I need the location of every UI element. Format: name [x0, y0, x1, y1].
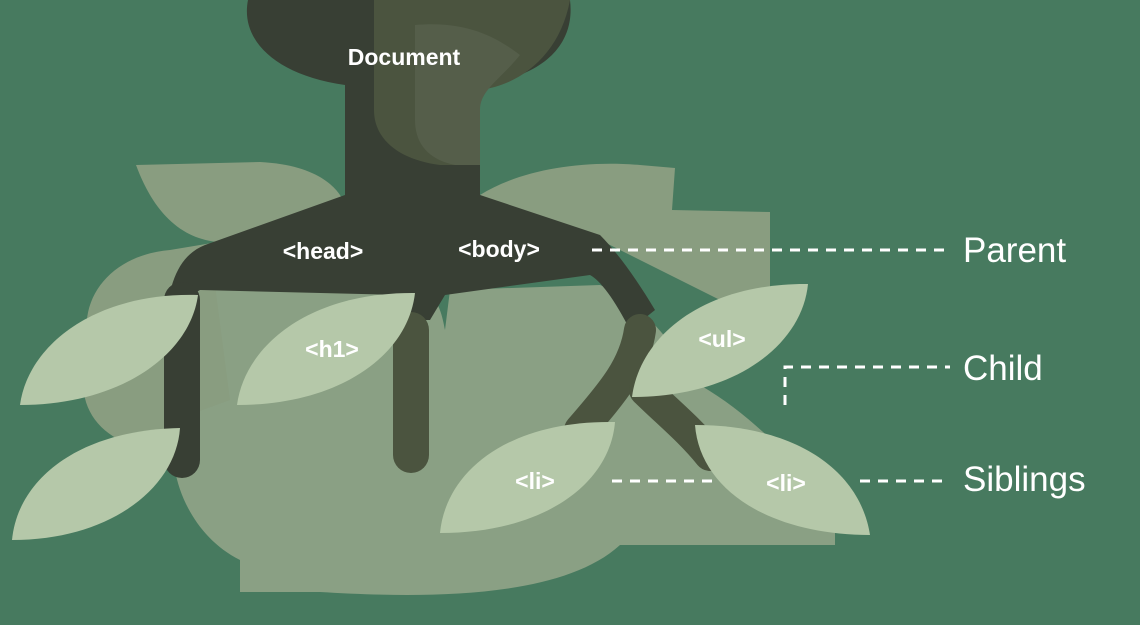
ul-label: <ul> — [698, 326, 745, 352]
leaf-li-right — [695, 425, 870, 535]
li-left-label: <li> — [515, 468, 555, 494]
connectors — [592, 248, 950, 483]
document-label: Document — [348, 44, 461, 70]
siblings-label: Siblings — [963, 460, 1086, 499]
trunk-highlight — [415, 24, 520, 166]
leaf-li-left — [440, 421, 615, 533]
parent-label: Parent — [963, 231, 1066, 270]
h1-label: <h1> — [305, 336, 359, 362]
foliage-blob — [480, 163, 770, 300]
child-label: Child — [963, 349, 1043, 388]
child-connector — [783, 365, 950, 405]
node-labels: Document <head> <body> <h1> <ul> <li> <l… — [283, 44, 806, 496]
roots — [165, 195, 655, 330]
head-label: <head> — [283, 238, 364, 264]
leaf — [20, 294, 198, 405]
root-branch-right — [564, 314, 656, 446]
leaf — [12, 428, 180, 540]
body-label: <body> — [458, 236, 540, 262]
leaf-ul — [632, 283, 808, 397]
leaf-h1 — [237, 292, 415, 405]
leaves — [12, 283, 870, 540]
li-right-label: <li> — [766, 470, 806, 496]
relation-labels: Parent Child Siblings — [963, 231, 1086, 499]
